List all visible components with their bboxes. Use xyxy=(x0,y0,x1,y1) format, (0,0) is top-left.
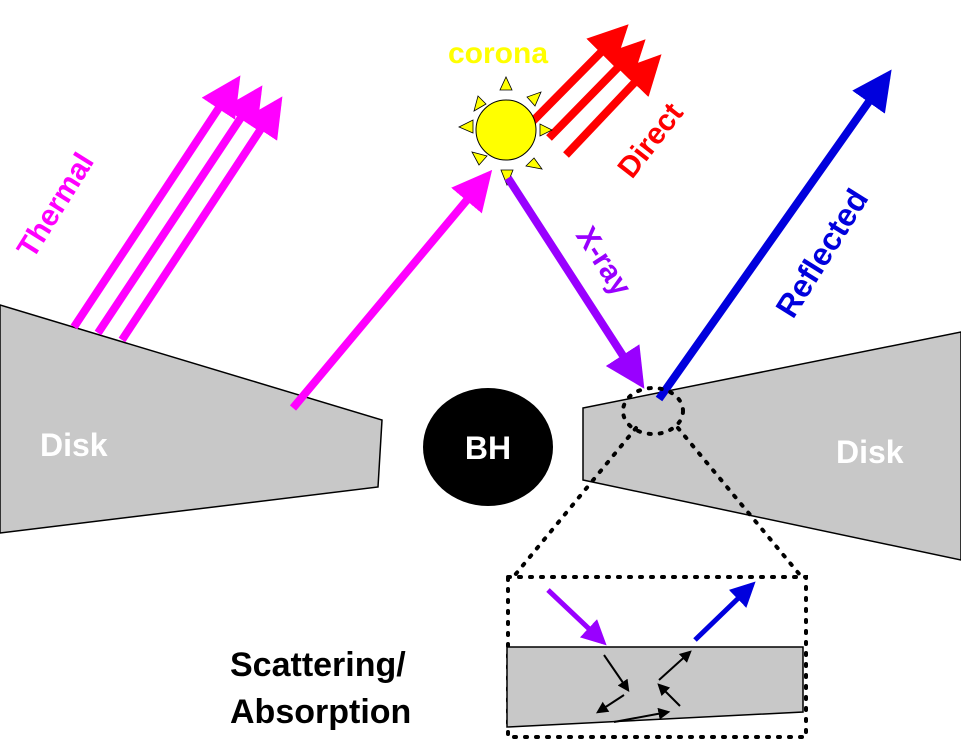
black-hole xyxy=(423,388,553,506)
scattering-label-line2: Absorption xyxy=(230,693,411,731)
thermal-arrows xyxy=(70,75,283,343)
xray-arrow xyxy=(504,175,645,389)
zoom-reflected-arrow xyxy=(693,581,756,642)
bh-label: BH xyxy=(465,430,511,466)
left-disk xyxy=(0,304,383,534)
direct-arrows xyxy=(529,24,662,158)
reflected-label: Reflected xyxy=(768,182,875,323)
disk-to-corona-arrow xyxy=(289,169,493,411)
reflected-arrow xyxy=(655,69,892,402)
right-disk xyxy=(582,331,961,561)
zoom-indicator xyxy=(513,386,802,577)
scattering-label-line1: Scattering/ xyxy=(230,646,406,684)
direct-label: Direct xyxy=(612,97,690,184)
corona-label: corona xyxy=(448,37,548,70)
right-disk-label: Disk xyxy=(836,434,904,470)
left-disk-label: Disk xyxy=(40,427,108,463)
zoom-incident-arrow xyxy=(546,588,607,646)
thermal-label: Thermal xyxy=(11,147,101,263)
scattering-paths xyxy=(595,650,692,723)
corona-sun-icon xyxy=(458,76,553,187)
zoom-slab xyxy=(506,646,804,728)
